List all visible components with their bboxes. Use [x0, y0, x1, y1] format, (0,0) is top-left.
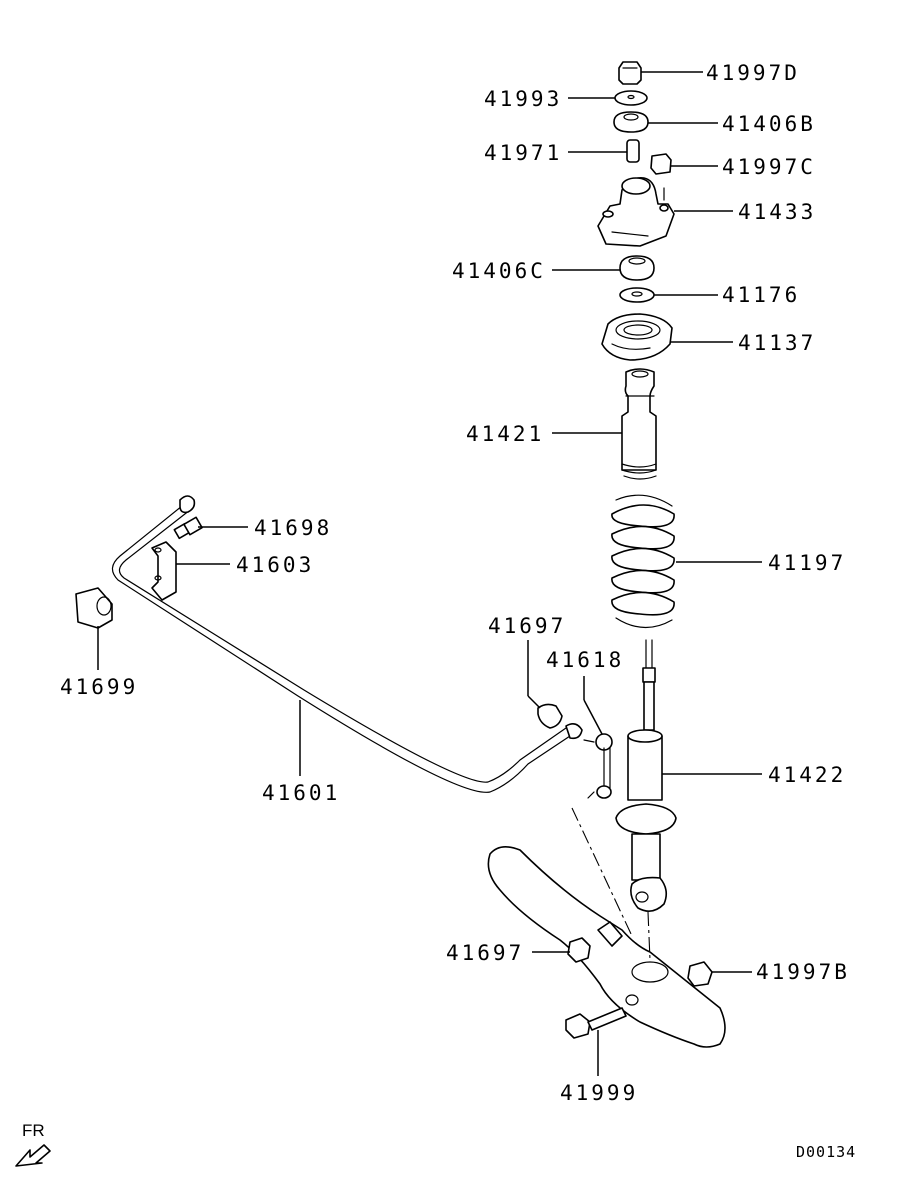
front-arrow-icon [15, 1144, 51, 1167]
label-41406c: 41406C [452, 259, 546, 283]
lower-arm [487, 846, 726, 1048]
label-41997d: 41997D [706, 61, 800, 85]
strut-mount-41433 [597, 176, 675, 247]
bolt-41698 [173, 516, 203, 540]
label-41971: 41971 [484, 141, 562, 165]
washer-41993 [614, 90, 648, 106]
label-41697-lower: 41697 [446, 941, 524, 965]
label-41697-upper: 41697 [488, 614, 566, 638]
label-41197: 41197 [768, 551, 846, 575]
label-41137: 41137 [738, 331, 816, 355]
washer-41176 [619, 287, 655, 303]
bolt-41999 [565, 1007, 627, 1039]
nut-41697-upper [537, 703, 563, 729]
front-direction-label: FR [22, 1121, 45, 1140]
label-41433: 41433 [738, 200, 816, 224]
label-41176: 41176 [722, 283, 800, 307]
nut-41697-lower [567, 937, 591, 963]
diagram-code: D00134 [796, 1143, 856, 1161]
stabilizer-bar-41601 [111, 495, 583, 793]
label-41422: 41422 [768, 763, 846, 787]
bushing-41406b [613, 111, 649, 133]
label-41997b: 41997B [756, 960, 850, 984]
shock-absorber-41422 [615, 639, 677, 912]
collar-41971 [626, 139, 640, 163]
stabilizer-link-41618 [583, 733, 613, 799]
dust-boot-41421 [621, 368, 657, 480]
leader-lines [97, 71, 762, 1076]
label-41993: 41993 [484, 87, 562, 111]
nut-41997b [687, 961, 713, 987]
label-41601: 41601 [262, 781, 340, 805]
label-41999: 41999 [560, 1081, 638, 1105]
label-41997c: 41997C [722, 155, 816, 179]
label-41603: 41603 [236, 553, 314, 577]
label-41406b: 41406B [722, 112, 816, 136]
bushing-41406c [619, 255, 655, 281]
label-41699: 41699 [60, 675, 138, 699]
nut-41997c [650, 153, 672, 175]
label-41618: 41618 [546, 648, 624, 672]
bracket-41603 [151, 541, 177, 601]
label-41421: 41421 [466, 422, 544, 446]
bushing-41699 [75, 587, 113, 629]
front-direction-indicator: FR [15, 1121, 51, 1167]
coil-spring-41197 [611, 494, 675, 629]
spring-seat-41137 [601, 313, 673, 361]
label-41698: 41698 [254, 516, 332, 540]
nut-41997d [618, 61, 642, 85]
